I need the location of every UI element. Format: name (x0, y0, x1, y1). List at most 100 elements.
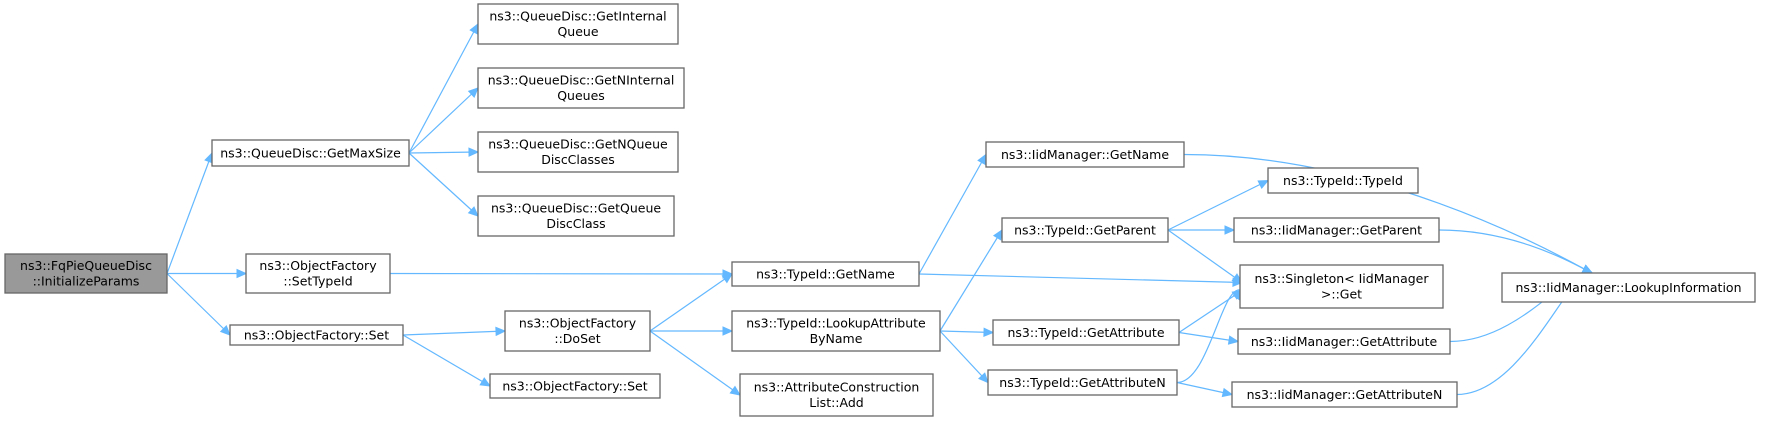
node-iid-getattributen[interactable]: ns3::IidManager::GetAttributeN (1231, 381, 1458, 408)
edge-tid-getattribute-to-iid-getattribute (1178, 331, 1240, 345)
node-box (504, 310, 651, 352)
node-label: ::SetTypeId (283, 274, 352, 289)
node-tid-getname[interactable]: ns3::TypeId::GetName (731, 261, 920, 287)
node-label: ns3::ObjectFactory::Set (502, 378, 647, 393)
node-label: ns3::TypeId::GetParent (1014, 222, 1156, 237)
node-label: ns3::TypeId::LookupAttribute (746, 316, 926, 331)
node-label: ns3::ObjectFactory (259, 258, 377, 273)
node-tid-getparent[interactable]: ns3::TypeId::GetParent (1001, 217, 1169, 243)
edge-of-settypeid-to-tid-getname (389, 269, 734, 279)
node-box (245, 253, 391, 294)
node-box (985, 141, 1185, 168)
node-box (1237, 328, 1451, 355)
node-iid-getparent[interactable]: ns3::IidManager::GetParent (1233, 217, 1440, 243)
node-box (1231, 381, 1458, 408)
edge-tid-getparent-to-tid-typeid (1167, 179, 1270, 231)
node-label: ns3::QueueDisc::GetInternal (489, 9, 666, 24)
node-iid-getattribute[interactable]: ns3::IidManager::GetAttribute (1237, 328, 1451, 355)
node-box (987, 369, 1178, 396)
node-root[interactable]: ns3::FqPieQueueDisc::InitializeParams (4, 253, 168, 294)
node-tid-getattribute[interactable]: ns3::TypeId::GetAttribute (992, 319, 1180, 346)
node-label: List::Add (809, 395, 863, 410)
edge-tid-getparent-to-singleton-get (1167, 229, 1244, 284)
node-label: ns3::Singleton< IidManager (1254, 271, 1429, 286)
node-box (229, 324, 404, 346)
edge-qd-getmaxsize-to-qd-getqueuediscclass (408, 152, 479, 217)
node-label: Queues (557, 88, 605, 103)
node-label: ns3::IidManager::GetAttribute (1251, 334, 1438, 349)
node-box (4, 253, 168, 294)
node-box (731, 261, 920, 287)
edge-tid-getname-to-singleton-get (918, 273, 1244, 288)
node-tid-getattributen[interactable]: ns3::TypeId::GetAttributeN (987, 369, 1178, 396)
node-label: ByName (810, 331, 863, 346)
node-label: ns3::IidManager::LookupInformation (1515, 280, 1741, 295)
node-singleton-get[interactable]: ns3::Singleton< IidManager >::Get (1239, 264, 1444, 309)
node-label: ns3::TypeId::TypeId (1283, 173, 1403, 188)
node-label: ns3::IidManager::GetName (1001, 147, 1169, 162)
edge-qd-getmaxsize-to-qd-getnqueuediscclasses (408, 147, 480, 157)
node-tid-typeid[interactable]: ns3::TypeId::TypeId (1267, 167, 1419, 194)
node-label: >::Get (1321, 287, 1362, 302)
edge-of-doset-to-tid-lookupattr (650, 326, 734, 336)
edge-tid-lookupattr-to-tid-getattributen (939, 330, 989, 384)
edge-tid-getattributen-to-singleton-get (1176, 289, 1243, 384)
node-of-settypeid[interactable]: ns3::ObjectFactory::SetTypeId (245, 253, 391, 294)
node-label: Queue (557, 24, 598, 39)
node-box (1001, 217, 1169, 243)
node-of-set2[interactable]: ns3::ObjectFactory::Set (489, 373, 661, 399)
edge-tid-getparent-to-iid-getparent (1168, 225, 1236, 235)
edge-of-doset-to-tid-getname (649, 273, 734, 332)
node-box (1233, 217, 1440, 243)
node-label: ns3::TypeId::GetName (756, 266, 895, 281)
edge-root-to-of-settypeid (167, 268, 248, 279)
node-box (477, 131, 679, 173)
node-iid-getname[interactable]: ns3::IidManager::GetName (985, 141, 1185, 168)
node-of-set[interactable]: ns3::ObjectFactory::Set (229, 324, 404, 346)
node-box (477, 67, 685, 109)
node-label: ns3::TypeId::GetAttributeN (999, 375, 1165, 390)
edge-tid-lookupattr-to-tid-getattribute (939, 327, 995, 337)
edge-qd-getmaxsize-to-qd-getninternalqueues (408, 87, 479, 154)
node-label: DiscClass (546, 216, 605, 231)
node-iid-lookupinfo[interactable]: ns3::IidManager::LookupInformation (1501, 272, 1756, 303)
node-label: ns3::IidManager::GetParent (1251, 222, 1422, 237)
node-box (477, 3, 679, 45)
node-label: ns3::TypeId::GetAttribute (1007, 325, 1164, 340)
node-box (1239, 264, 1444, 309)
edge-root-to-of-set (166, 273, 231, 336)
node-qd-getmaxsize[interactable]: ns3::QueueDisc::GetMaxSize (211, 139, 410, 167)
node-label: ns3::QueueDisc::GetQueue (491, 201, 661, 216)
edge-tid-lookupattr-to-tid-getparent (939, 228, 1003, 332)
node-box (1501, 272, 1756, 303)
node-box (1267, 167, 1419, 194)
node-box (477, 195, 675, 237)
edge-iid-getparent-to-iid-lookupinfo (1438, 229, 1594, 274)
call-graph-nodes: ns3::FqPieQueueDisc::InitializeParamsns3… (4, 3, 1756, 417)
node-label: ns3::ObjectFactory::Set (244, 327, 389, 342)
node-label: ::DoSet (554, 331, 600, 346)
edge-tid-getattributen-to-iid-getattributen (1176, 381, 1234, 398)
node-label: ns3::QueueDisc::GetNInternal (488, 73, 675, 88)
node-label: DiscClasses (541, 152, 615, 167)
node-box (739, 373, 934, 417)
edge-tid-getattribute-to-singleton-get (1178, 289, 1244, 333)
node-of-doset[interactable]: ns3::ObjectFactory::DoSet (504, 310, 651, 352)
node-label: ns3::AttributeConstruction (754, 380, 920, 395)
node-box (489, 373, 661, 399)
edge-of-doset-to-acl-add (649, 330, 742, 396)
edge-of-set-to-of-doset (402, 326, 507, 337)
node-box (211, 139, 410, 167)
node-label: ns3::ObjectFactory (519, 316, 637, 331)
node-label: ns3::FqPieQueueDisc (20, 258, 152, 273)
node-label: ns3::QueueDisc::GetMaxSize (220, 145, 401, 160)
node-label: ns3::QueueDisc::GetNQueue (488, 137, 668, 152)
edge-root-to-qd-getmaxsize (166, 151, 214, 274)
